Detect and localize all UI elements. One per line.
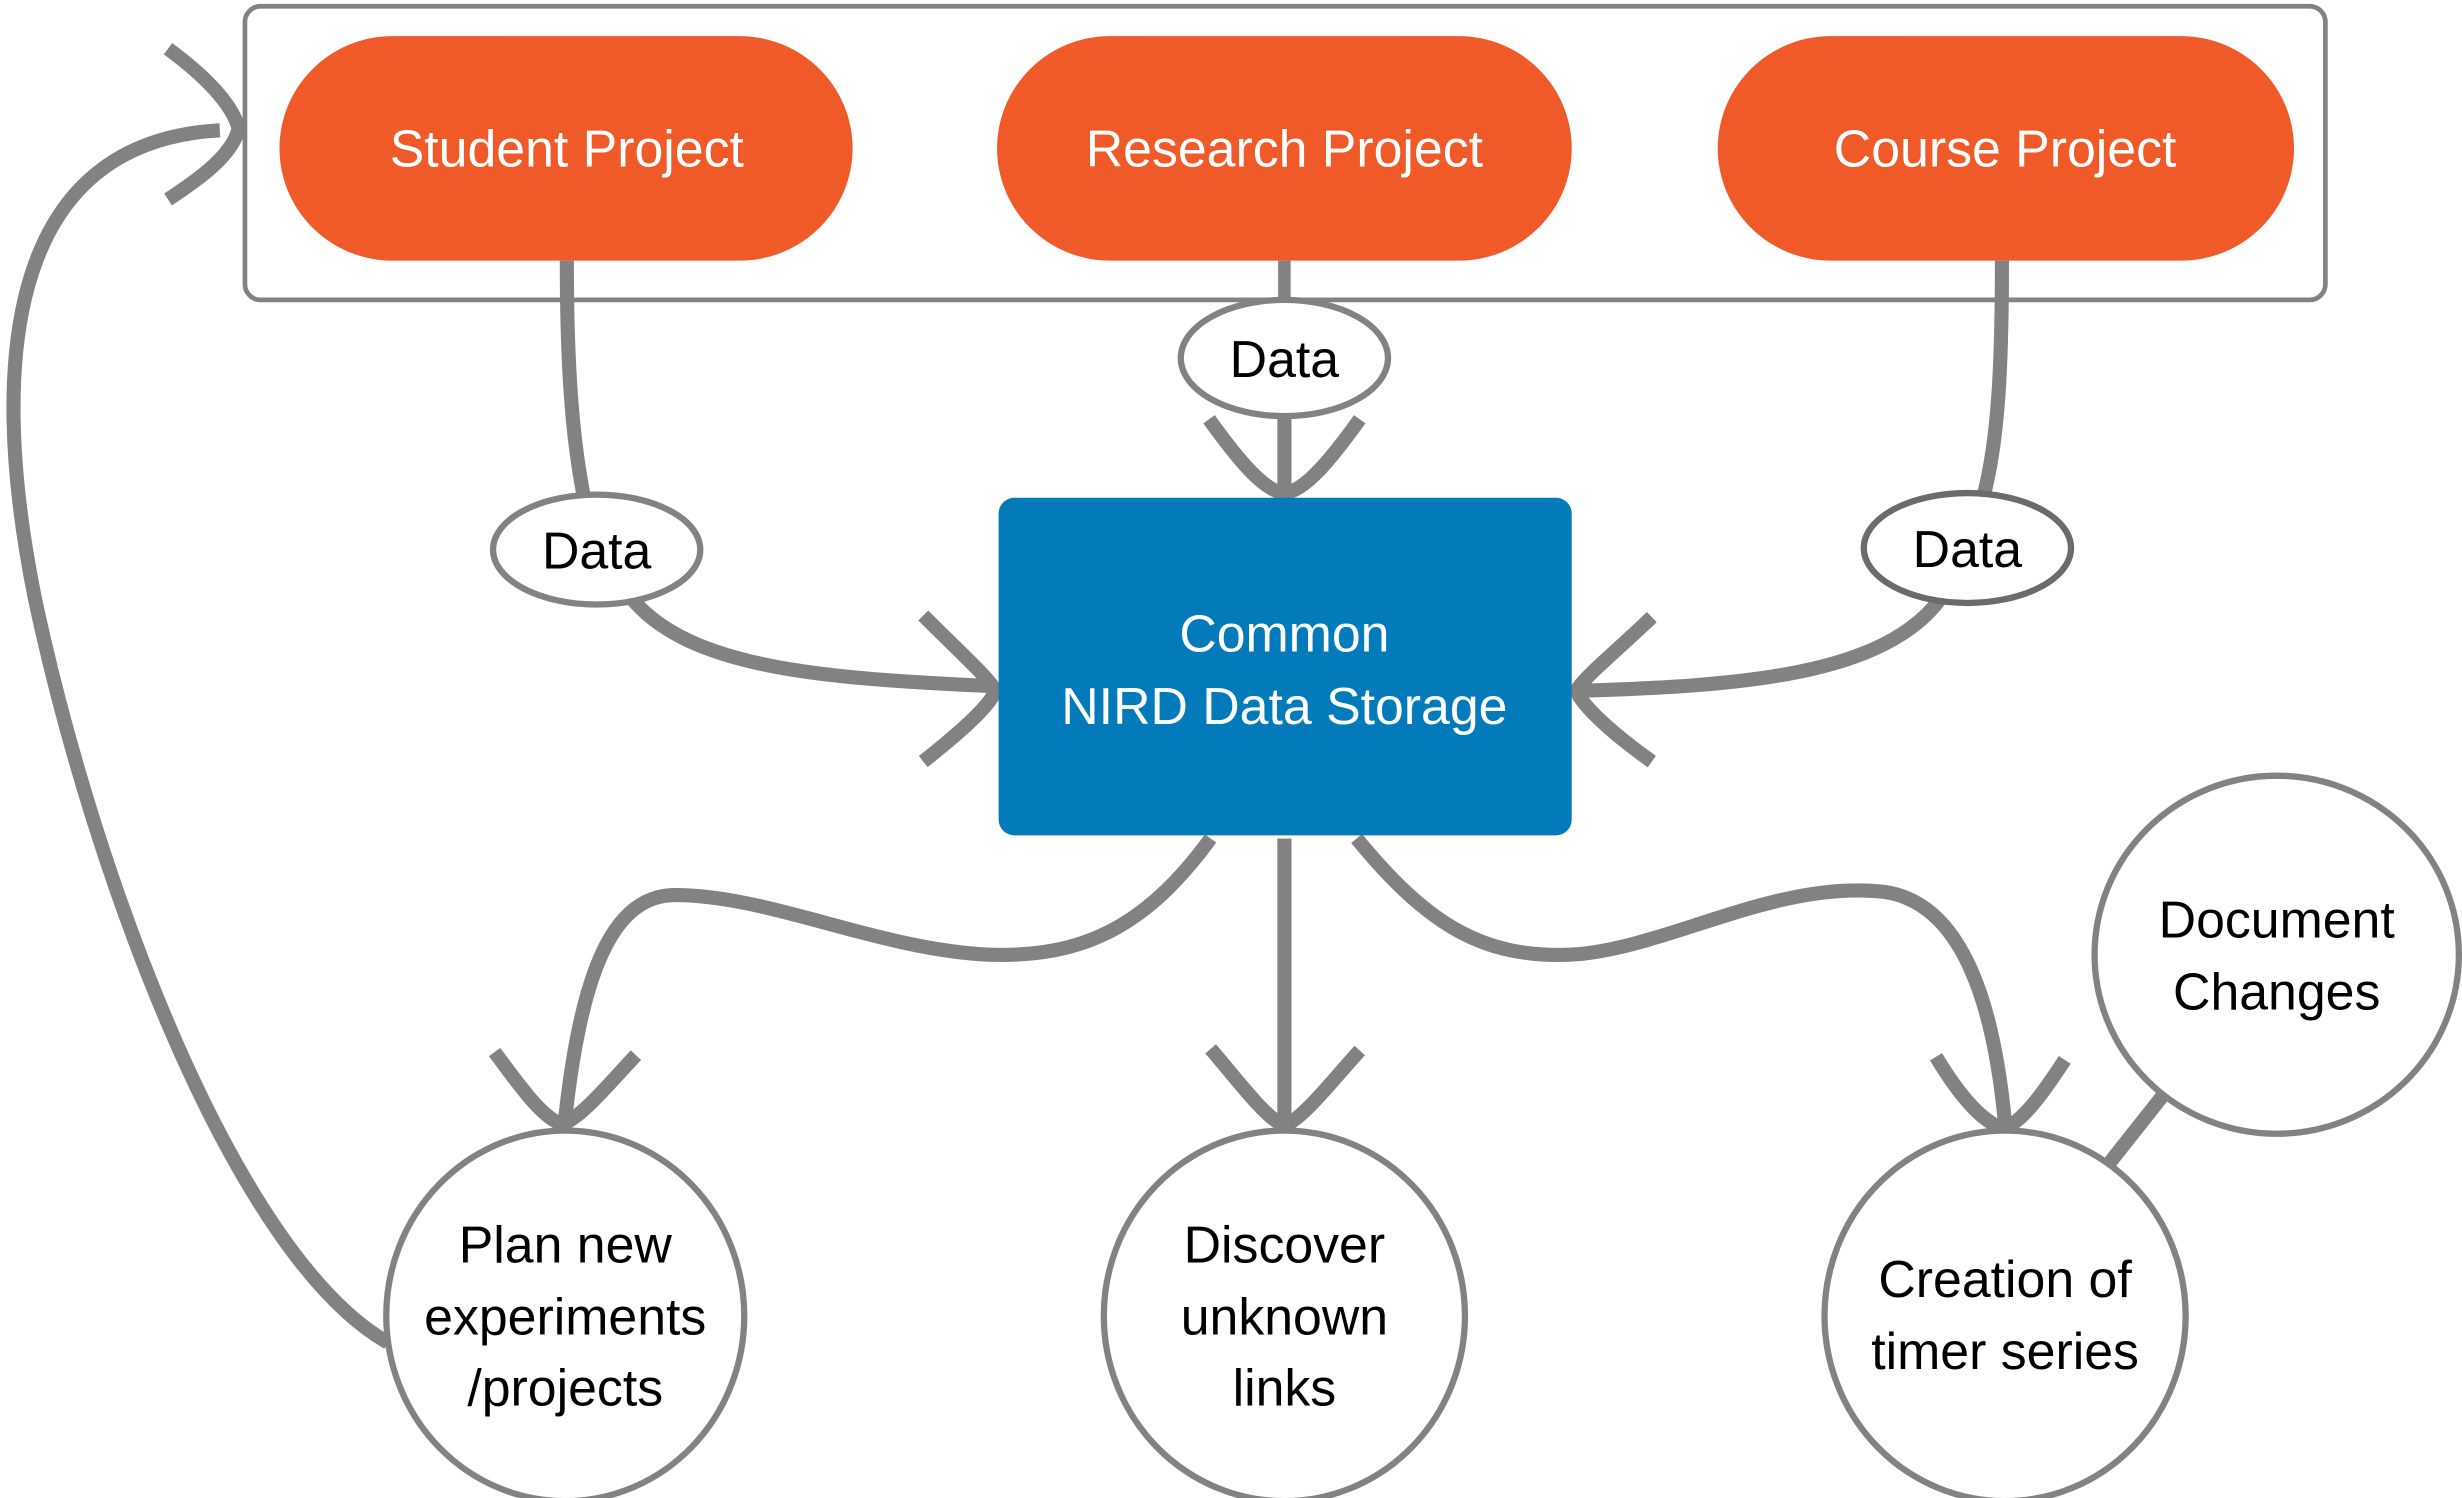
data-right-to-storage-connector bbox=[1574, 594, 1947, 698]
project-research: Research Project bbox=[997, 36, 1572, 261]
outcome-circle bbox=[2091, 772, 2462, 1137]
student-to-data-connector bbox=[559, 260, 593, 508]
outcome-line: unknown bbox=[1181, 1288, 1388, 1346]
side-note-document-changes: Document Changes bbox=[2091, 772, 2462, 1137]
storage-title-line1: Common bbox=[1179, 605, 1389, 663]
data-label-left: Data bbox=[489, 491, 704, 608]
storage-right-arrowhead-icon bbox=[1568, 611, 1657, 768]
outcome-line: experiments bbox=[424, 1288, 706, 1346]
project-course: Course Project bbox=[1717, 36, 2294, 261]
outcome-line: Changes bbox=[2173, 963, 2380, 1021]
outcome-line: Discover bbox=[1184, 1215, 1385, 1273]
data-label-right: Data bbox=[1860, 489, 2075, 607]
data-ellipse bbox=[1177, 296, 1392, 420]
data-text: Data bbox=[542, 521, 652, 579]
outcome-line: Plan new bbox=[459, 1215, 673, 1273]
outcome-line: /projects bbox=[467, 1358, 663, 1416]
data-ellipse bbox=[1860, 489, 2075, 607]
project-label: Student Project bbox=[390, 119, 745, 177]
project-pill bbox=[279, 36, 853, 261]
data-left-to-storage-connector bbox=[627, 595, 995, 694]
outcome-circle bbox=[1100, 1127, 1469, 1498]
outcome-circle bbox=[383, 1127, 748, 1498]
data-text: Data bbox=[1230, 330, 1340, 388]
common-storage-box: Common NIRD Data Storage bbox=[998, 497, 1572, 836]
feedback-loop-connector bbox=[6, 123, 392, 1349]
plan-arrowhead-icon bbox=[488, 1047, 642, 1132]
discover-arrowhead-icon bbox=[1205, 1044, 1365, 1134]
project-label: Course Project bbox=[1834, 119, 2177, 177]
outcome-line: links bbox=[1233, 1358, 1337, 1416]
data-text: Data bbox=[1913, 520, 2023, 578]
outcome-discover: Discover unknown links bbox=[1100, 1127, 1469, 1498]
storage-rect bbox=[998, 497, 1572, 836]
course-to-data-connector bbox=[1976, 260, 2010, 500]
data-label-top: Data bbox=[1177, 296, 1392, 420]
project-label: Research Project bbox=[1086, 119, 1484, 177]
project-pill bbox=[1717, 36, 2294, 261]
outcome-circle bbox=[1821, 1127, 2189, 1498]
outcome-creation: Creation of timer series bbox=[1821, 1127, 2189, 1498]
storage-to-creation-connector bbox=[1351, 834, 2013, 1125]
project-student: Student Project bbox=[279, 36, 853, 261]
creation-to-document-connector bbox=[2104, 1090, 2170, 1167]
outcome-line: timer series bbox=[1871, 1322, 2139, 1380]
storage-top-arrowhead-icon bbox=[1203, 415, 1366, 501]
storage-left-arrowhead-icon bbox=[918, 610, 1004, 768]
storage-title-line2: NIRD Data Storage bbox=[1061, 677, 1507, 735]
outcome-line: Document bbox=[2159, 890, 2396, 948]
outcome-line: Creation of bbox=[1878, 1250, 2132, 1308]
feedback-arrowhead-icon bbox=[163, 42, 246, 206]
project-pill bbox=[997, 36, 1572, 261]
storage-to-plan-connector bbox=[558, 834, 1217, 1119]
data-ellipse bbox=[489, 491, 704, 608]
outcome-plan: Plan new experiments /projects bbox=[383, 1127, 748, 1498]
